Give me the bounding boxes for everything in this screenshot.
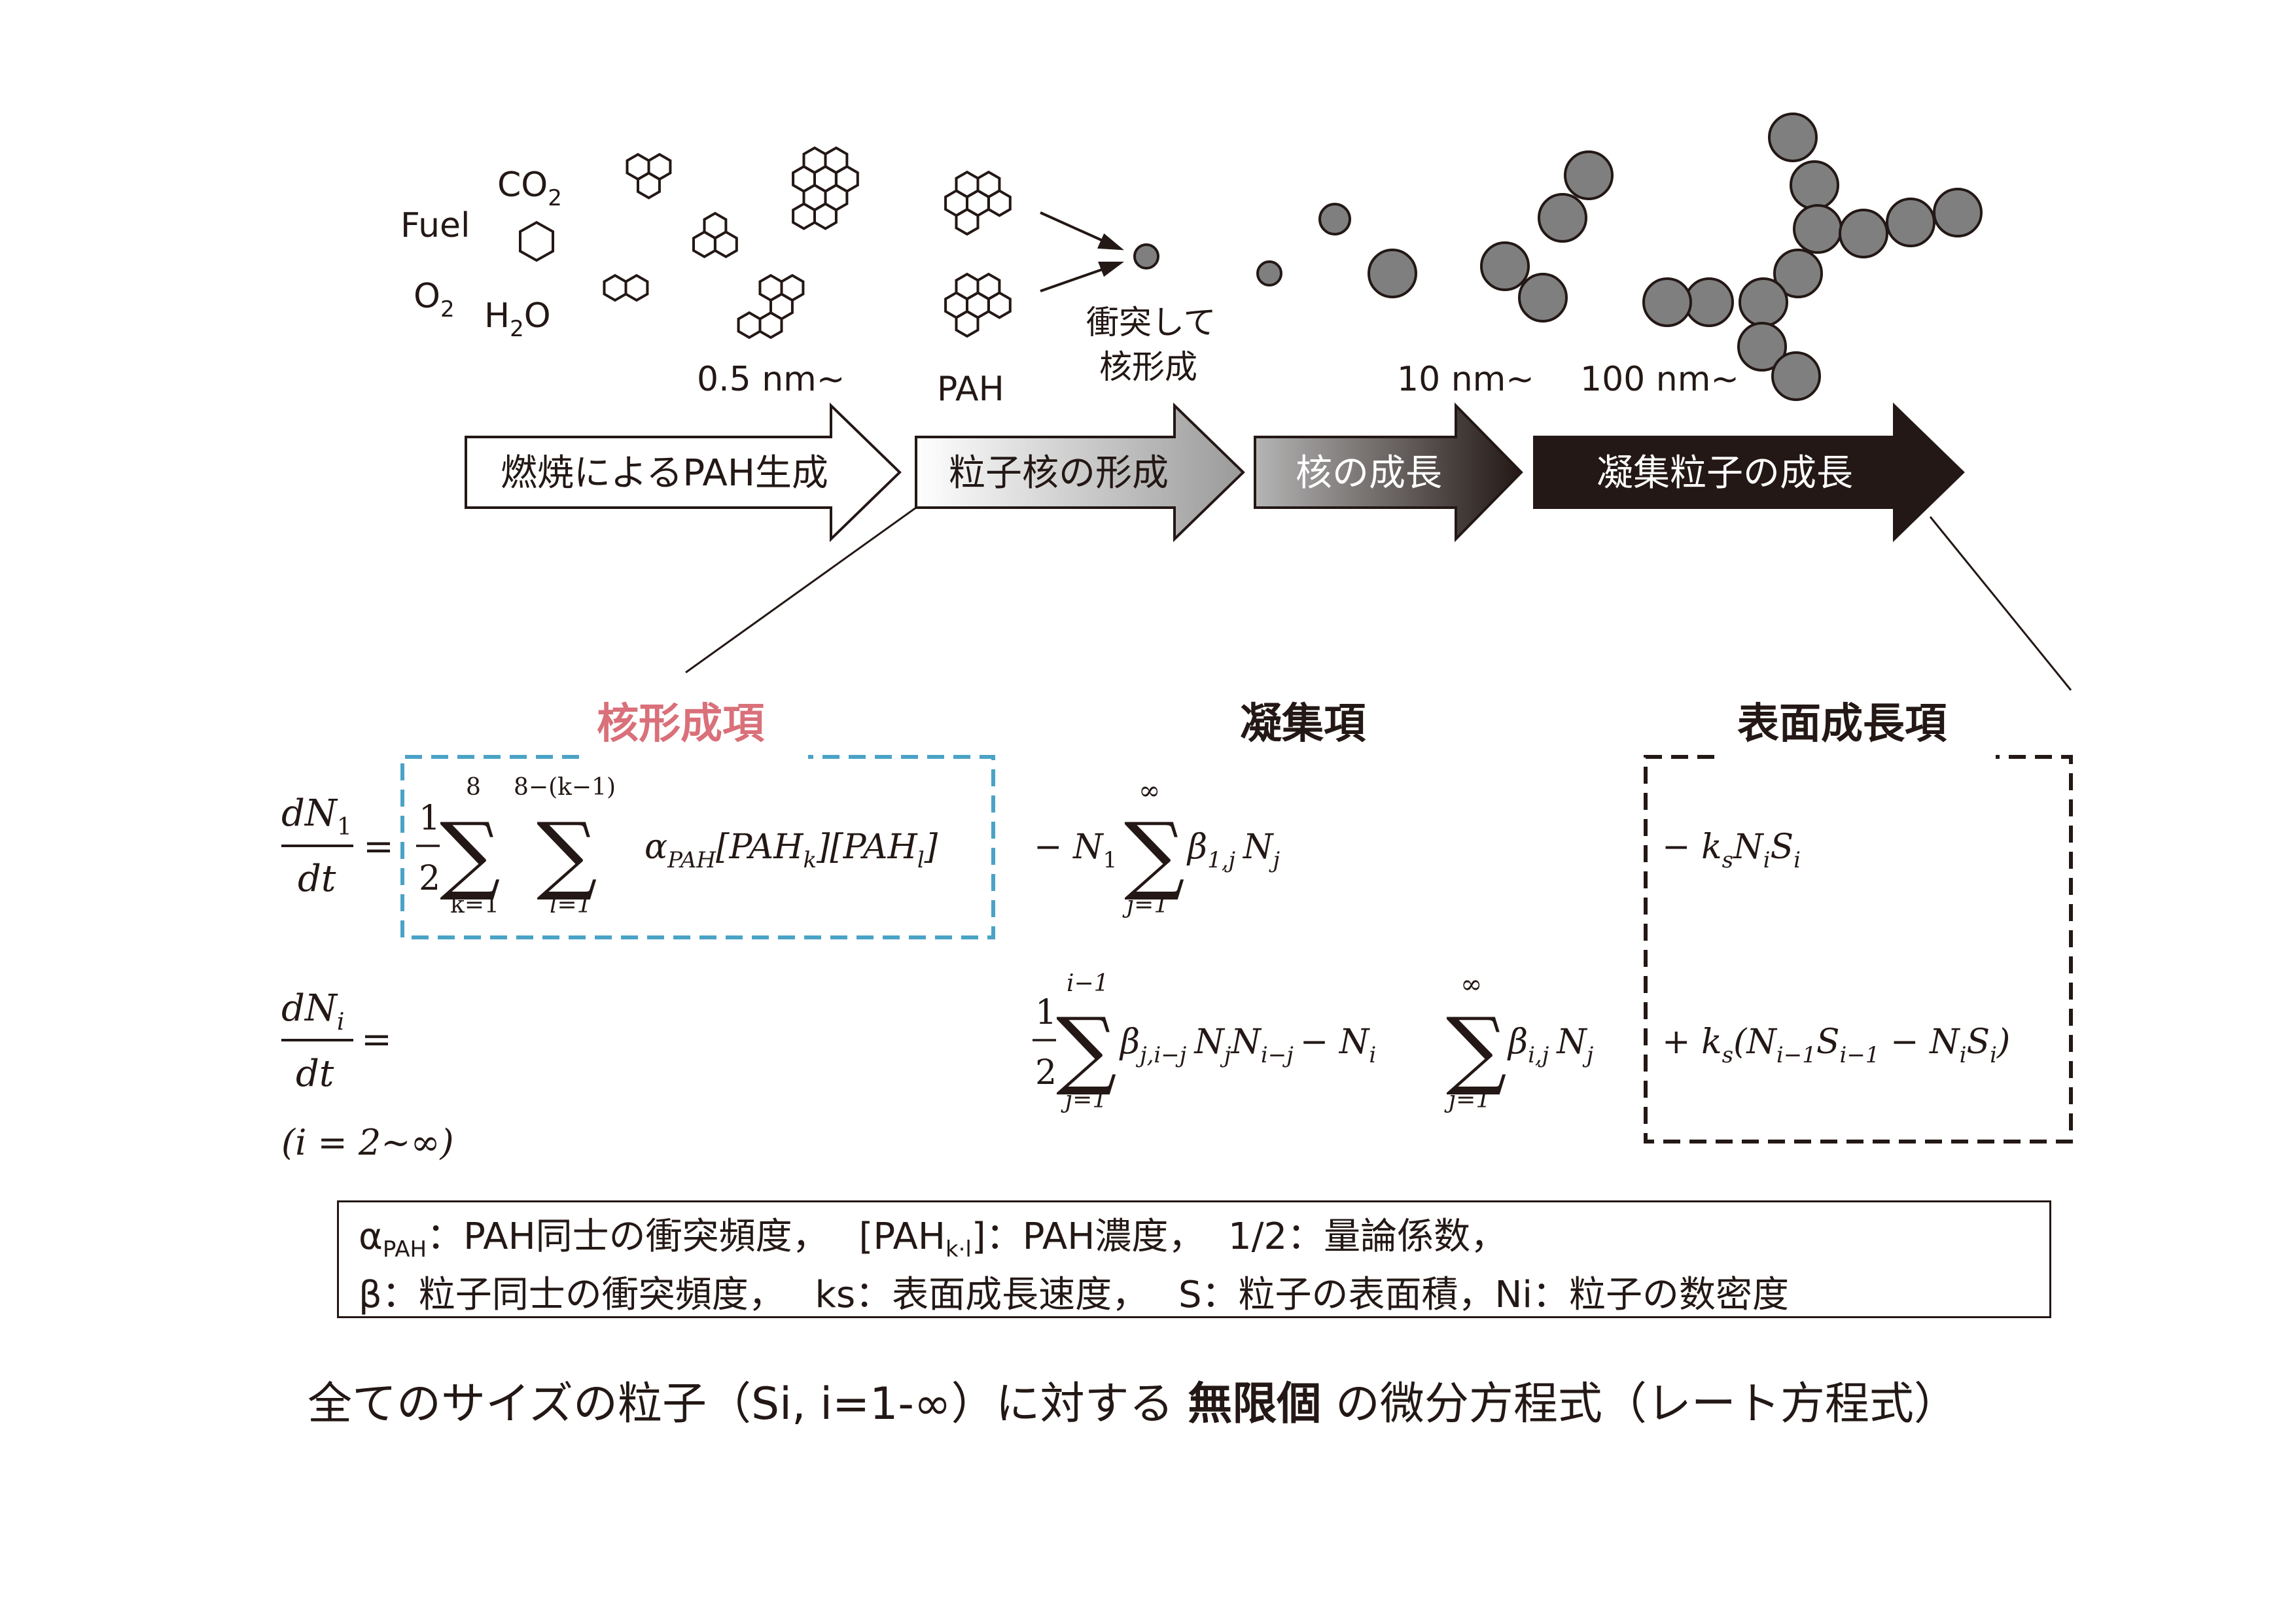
svg-text:∞: ∞ [1139, 776, 1160, 806]
callout-line-surface [1929, 516, 2072, 691]
eq1-lhs-denominator: dt [298, 858, 336, 900]
o2-label: O2 [414, 277, 455, 323]
svg-text:j=1: j=1 [1444, 1087, 1491, 1113]
stage-arrow-pah-formation: 燃焼によるPAH生成 [465, 402, 902, 542]
svg-text:i−1: i−1 [1067, 970, 1109, 997]
eq1-equals: = [363, 826, 394, 868]
svg-text:8−(k−1): 8−(k−1) [514, 774, 616, 801]
aggregate-size-label: 100 nm~ [1580, 360, 1739, 399]
h2o-label: H2O [484, 296, 551, 342]
eq2-lhs-denominator: dt [296, 1053, 334, 1095]
pah-label: PAH [937, 370, 1004, 409]
surface-growth-term-header: 表面成長項 [1737, 700, 1947, 748]
sigma-icon: ∑ [1446, 999, 1507, 1098]
eq2-lhs-numerator: dNi [281, 987, 344, 1036]
svg-text:l=1: l=1 [550, 892, 592, 918]
stage-arrow-aggregation: 凝集粒子の成長 [1533, 402, 1965, 542]
svg-text:j=1: j=1 [1122, 892, 1169, 918]
stage-label: 燃焼によるPAH生成 [501, 452, 828, 495]
symbol-legend: αPAH：PAH同士の衝突頻度， [PAHk·l]：PAH濃度， 1/2：量論係… [337, 1200, 2051, 1318]
particle-medium [1480, 241, 1530, 291]
particle-medium [1368, 249, 1417, 298]
index-range: (i = 2∼∞) [281, 1122, 454, 1163]
particle-nucleus [1133, 243, 1159, 270]
nucleation-term-header: 核形成項 [597, 700, 765, 748]
sigma-icon: ∑ [537, 804, 597, 903]
sigma-icon: ∑ [1124, 804, 1185, 903]
nucleation-label-line2: 核形成 [1099, 348, 1197, 386]
stage-label: 粒子核の形成 [949, 452, 1169, 495]
equation-n1: dN1 dt = 1 2 8 ∑ k=1 8−(k−1) ∑ l=1 αPAH[… [281, 774, 1801, 918]
pah-size-label: 0.5 nm~ [697, 360, 845, 399]
particle-medium [1538, 193, 1587, 243]
particles [1133, 150, 1614, 323]
particle-medium [1564, 150, 1614, 200]
aggregate-particle [1642, 113, 1983, 401]
svg-text:1: 1 [419, 799, 440, 838]
figure-caption: 全てのサイズの粒子（Si, i=1-∞）に対する 無限個 の微分方程式（レート方… [308, 1378, 1958, 1430]
benzene-icon [519, 220, 554, 262]
stage-label: 凝集粒子の成長 [1597, 452, 1853, 495]
stage-arrow-nucleation: 粒子核の形成 [915, 402, 1245, 542]
legend-line-2: β：粒子同士の衝突頻度， ks：表面成長速度， S：粒子の表面積，Ni：粒子の数… [359, 1274, 1789, 1317]
legend-line-1: αPAH：PAH同士の衝突頻度， [PAHk·l]：PAH濃度， 1/2：量論係… [359, 1215, 1508, 1263]
svg-text:k=1: k=1 [450, 892, 499, 918]
particle-small [1256, 260, 1282, 287]
particle-medium [1518, 273, 1568, 323]
fuel-label: Fuel [400, 206, 470, 245]
callout-line-nucleation [685, 506, 917, 674]
surface-term-1: − ksNiSi [1662, 828, 1801, 873]
surface-growth-term-box [1644, 755, 2073, 1143]
svg-text:2: 2 [1035, 1053, 1057, 1092]
pah-molecule-icons [603, 146, 1012, 340]
nucleation-term-expr: αPAH[PAHk][PAHl] [645, 828, 938, 873]
svg-text:8: 8 [466, 774, 481, 801]
svg-text:j=1: j=1 [1061, 1087, 1107, 1113]
coagulation-term-header: 凝集項 [1240, 700, 1366, 748]
sigma-icon: ∑ [1056, 999, 1117, 1098]
nucleus-size-label: 10 nm~ [1397, 360, 1534, 399]
coagulation-term-1-a: − N1 [1034, 828, 1117, 873]
sigma-icon: ∑ [440, 804, 501, 903]
surface-term-2: + ks(Ni−1Si−1 − NiSi) [1662, 1022, 2010, 1068]
collision-arrows [1040, 211, 1124, 292]
caption-emphasis: 無限個 [1188, 1378, 1322, 1430]
nucleation-label-line1: 衝突して [1086, 304, 1216, 341]
svg-text:2: 2 [419, 859, 440, 898]
svg-text:1: 1 [1035, 993, 1057, 1032]
svg-text:∞: ∞ [1460, 969, 1482, 1000]
particle-small [1318, 203, 1351, 236]
nucleation-term-box [400, 755, 995, 939]
stage-arrow-nucleus-growth: 核の成長 [1254, 402, 1523, 542]
eq2-equals: = [361, 1019, 392, 1061]
stage-label: 核の成長 [1296, 452, 1442, 495]
co2-label: CO2 [497, 166, 562, 211]
eq1-lhs-numerator: dN1 [281, 792, 352, 841]
